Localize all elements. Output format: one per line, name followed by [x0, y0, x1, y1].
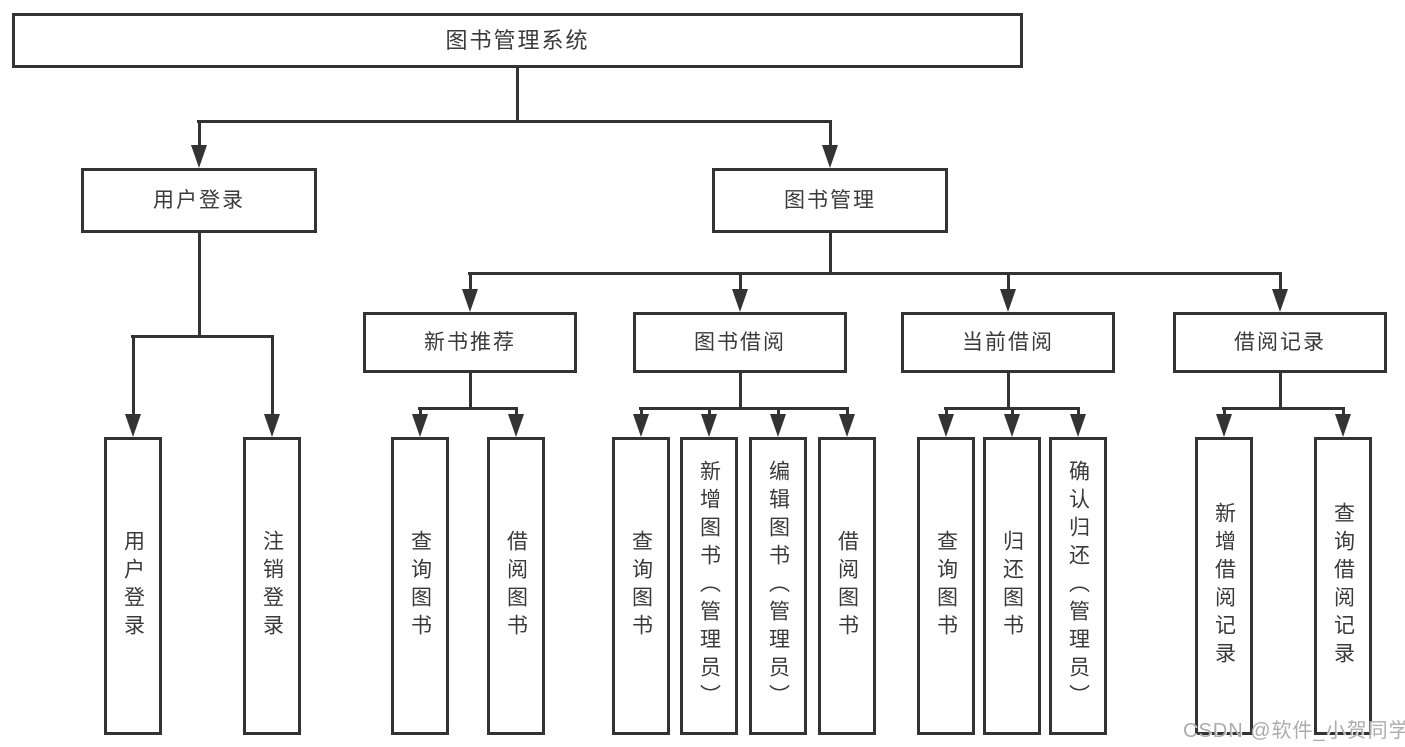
- connector-drop-book-management: [829, 120, 832, 147]
- connector-root-stem: [516, 66, 519, 122]
- connector-user-login-branch: [131, 335, 274, 338]
- connector-drop-current-borrow: [1007, 272, 1010, 291]
- connector-new-book-branch: [418, 407, 518, 410]
- connector-drop-leaf: [1077, 407, 1080, 417]
- leaf-add-books-admin-label: 新增图书（管理员）: [697, 460, 721, 712]
- leaf-add-borrow-record: 新增借阅记录: [1195, 437, 1253, 735]
- arrowhead-leaf: [1335, 414, 1351, 437]
- connector-drop-leaf: [1342, 407, 1345, 417]
- node-current-borrow: 当前借阅: [901, 312, 1115, 373]
- leaf-query-books-2-label: 查询图书: [629, 530, 653, 642]
- leaf-return-books: 归还图书: [983, 437, 1041, 735]
- arrowhead-current-borrow: [1000, 289, 1016, 312]
- connector-drop-borrow-records: [1279, 272, 1282, 291]
- arrowhead-borrow-records: [1272, 289, 1288, 312]
- connector-borrow-records-stem: [1279, 371, 1282, 409]
- connector-drop-leaf: [1011, 407, 1014, 417]
- connector-drop-leaf: [708, 407, 711, 417]
- node-new-book-recommend: 新书推荐: [363, 312, 577, 373]
- arrowhead-leaf-user-login: [125, 414, 141, 437]
- leaf-edit-books-admin-label: 编辑图书（管理员）: [766, 460, 790, 712]
- leaf-user-login: 用户登录: [104, 437, 162, 735]
- arrowhead-leaf: [938, 414, 954, 437]
- leaf-logout-label: 注销登录: [260, 530, 284, 642]
- arrowhead-leaf: [633, 414, 649, 437]
- connector-borrow-records-branch: [1222, 407, 1345, 410]
- leaf-return-books-label: 归还图书: [1000, 530, 1024, 642]
- connector-drop-leaf-logout: [271, 335, 274, 416]
- leaf-query-borrow-record-label: 查询借阅记录: [1331, 502, 1355, 670]
- arrowhead-new-book: [462, 289, 478, 312]
- node-root: 图书管理系统: [12, 13, 1023, 68]
- leaf-query-books-3-label: 查询图书: [934, 530, 958, 642]
- leaf-edit-books-admin: 编辑图书（管理员）: [749, 437, 807, 735]
- arrowhead-leaf: [839, 414, 855, 437]
- connector-book-borrow-stem: [739, 371, 742, 409]
- connector-drop-leaf: [640, 407, 643, 417]
- node-book-borrow: 图书借阅: [633, 312, 847, 373]
- leaf-borrow-books-2-label: 借阅图书: [835, 530, 859, 642]
- connector-book-borrow-branch: [639, 407, 849, 410]
- connector-level2-branch: [197, 120, 831, 123]
- arrowhead-book-borrow: [732, 289, 748, 312]
- node-book-management: 图书管理: [712, 168, 948, 233]
- arrowhead-leaf: [770, 414, 786, 437]
- connector-drop-user-login: [198, 120, 201, 147]
- leaf-user-login-label: 用户登录: [121, 530, 145, 642]
- arrowhead-leaf: [1070, 414, 1086, 437]
- leaf-query-books-3: 查询图书: [917, 437, 975, 735]
- leaf-confirm-return-admin: 确认归还（管理员）: [1049, 437, 1107, 735]
- leaf-add-books-admin: 新增图书（管理员）: [680, 437, 738, 735]
- arrowhead-leaf: [1216, 414, 1232, 437]
- connector-drop-leaf: [945, 407, 948, 417]
- connector-drop-leaf: [846, 407, 849, 417]
- node-borrow-records: 借阅记录: [1173, 312, 1387, 373]
- connector-user-login-stem: [198, 231, 201, 337]
- arrowhead-leaf: [508, 414, 524, 437]
- node-book-borrow-label: 图书借阅: [694, 331, 786, 354]
- leaf-query-borrow-record: 查询借阅记录: [1314, 437, 1372, 735]
- node-user-login: 用户登录: [81, 168, 317, 233]
- leaf-add-borrow-record-label: 新增借阅记录: [1212, 502, 1236, 670]
- connector-drop-leaf: [777, 407, 780, 417]
- arrowhead-leaf: [412, 414, 428, 437]
- leaf-query-books-1: 查询图书: [391, 437, 449, 735]
- connector-drop-book-borrow: [739, 272, 742, 291]
- leaf-borrow-books-1-label: 借阅图书: [504, 530, 528, 642]
- connector-new-book-stem: [469, 371, 472, 409]
- node-user-login-label: 用户登录: [153, 189, 245, 212]
- leaf-logout: 注销登录: [243, 437, 301, 735]
- arrowhead-leaf: [701, 414, 717, 437]
- node-root-label: 图书管理系统: [445, 27, 590, 53]
- node-current-borrow-label: 当前借阅: [962, 331, 1054, 354]
- node-book-management-label: 图书管理: [784, 189, 876, 212]
- leaf-confirm-return-admin-label: 确认归还（管理员）: [1066, 460, 1090, 712]
- node-borrow-records-label: 借阅记录: [1234, 331, 1326, 354]
- connector-drop-leaf-user-login: [132, 335, 135, 416]
- node-new-book-recommend-label: 新书推荐: [424, 331, 516, 354]
- arrowhead-book-management: [822, 145, 838, 168]
- arrowhead-leaf: [1004, 414, 1020, 437]
- connector-level3-branch: [468, 272, 1282, 275]
- connector-drop-leaf: [1223, 407, 1226, 417]
- connector-drop-new-book: [469, 272, 472, 291]
- connector-drop-leaf: [419, 407, 422, 417]
- leaf-borrow-books-2: 借阅图书: [818, 437, 876, 735]
- connector-drop-leaf: [515, 407, 518, 417]
- leaf-borrow-books-1: 借阅图书: [487, 437, 545, 735]
- watermark: CSDN @软件_小贺同学: [1183, 720, 1405, 742]
- leaf-query-books-1-label: 查询图书: [408, 530, 432, 642]
- connector-book-management-stem: [829, 231, 832, 274]
- connector-current-borrow-stem: [1007, 371, 1010, 409]
- leaf-query-books-2: 查询图书: [612, 437, 670, 735]
- arrowhead-leaf-logout: [264, 414, 280, 437]
- arrowhead-user-login: [191, 145, 207, 168]
